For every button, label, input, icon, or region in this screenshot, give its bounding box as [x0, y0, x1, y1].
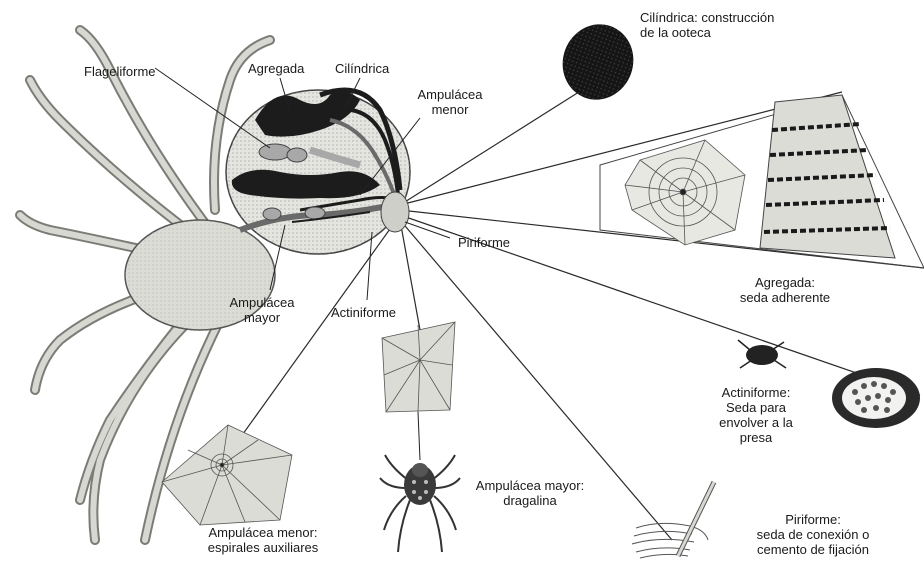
- orb-web: [625, 140, 745, 245]
- spinnerets: [381, 192, 409, 232]
- label-ampulacea-menor: Ampulácea menor: [410, 87, 490, 117]
- dragline-web: [382, 322, 455, 460]
- outcome-agregada: Agregada: seda adherente: [710, 275, 860, 305]
- label-flageliforme: Flageliforme: [84, 64, 156, 79]
- outcome-ampulacea-menor: Ampulácea menor: espirales auxiliares: [178, 525, 348, 555]
- label-cilindrica: Cilíndrica: [335, 61, 389, 76]
- outcome-actiniforme: Actiniforme: Seda para envolver a la pre…: [696, 385, 816, 445]
- flagelliform-gland: [259, 144, 291, 160]
- hanging-spider: [380, 455, 460, 552]
- label-ampulacea-mayor: Ampulácea mayor: [222, 295, 302, 325]
- outcome-cilindrica: Cilíndrica: construcción de la ooteca: [640, 10, 774, 40]
- auxiliary-spiral-web: [162, 425, 292, 525]
- thread-dragline: [400, 220, 420, 330]
- label-agregada: Agregada: [248, 61, 304, 76]
- outcome-ampulacea-mayor: Ampulácea mayor: dragalina: [460, 478, 600, 508]
- attachment-disc: [632, 482, 714, 558]
- label-actiniforme: Actiniforme: [331, 305, 396, 320]
- label-piriforme: Piriforme: [458, 235, 510, 250]
- outcome-piriforme: Piriforme: seda de conexión o cemento de…: [728, 512, 898, 557]
